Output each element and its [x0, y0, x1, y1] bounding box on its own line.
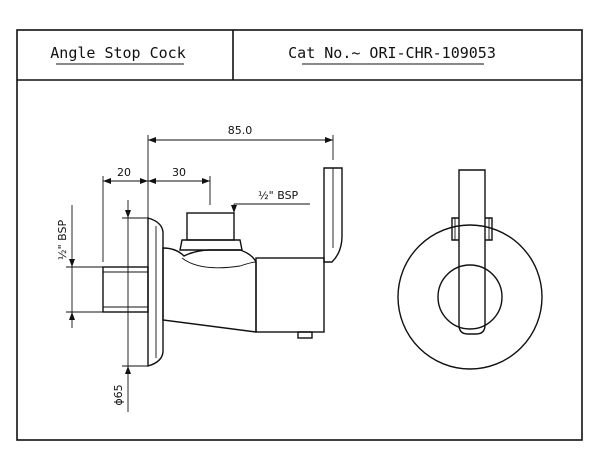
- dim-30-arrow-left: [148, 178, 156, 184]
- outlet-collar: [179, 239, 243, 251]
- dim-wall-offset: 20: [117, 166, 131, 179]
- side-view: 85.0 20 30 ½" BSP ½" BSP ϕ65: [56, 124, 343, 412]
- wall-flange: [147, 217, 164, 367]
- outlet-thread-size: ½" BSP: [258, 189, 299, 202]
- dim-overall-arrow-left: [148, 137, 156, 143]
- front-collar-left: [451, 217, 459, 241]
- inlet-thread-pipe: [102, 266, 149, 313]
- product-name: Angle Stop Cock: [50, 44, 185, 62]
- valve-body-curve: [181, 257, 257, 269]
- handle-sleeve: [255, 257, 325, 333]
- front-lever-handle: [458, 169, 486, 335]
- screw-stub: [297, 331, 313, 339]
- outlet-thread-pipe: [186, 212, 235, 241]
- dim-30-arrow-right: [202, 178, 210, 184]
- inlet-dim-arrow-top: [69, 259, 75, 267]
- flange-dim-arrow-top: [125, 210, 131, 218]
- front-collar-right: [485, 217, 493, 241]
- dim-20-arrow-right: [140, 178, 148, 184]
- front-body-circle: [437, 264, 503, 330]
- catalog-number: Cat No.~ ORI-CHR-109053: [288, 44, 496, 62]
- inlet-dim-arrow-bottom: [69, 312, 75, 320]
- drawing-border: [16, 29, 583, 441]
- front-flange-outer: [397, 224, 543, 370]
- front-view: [397, 169, 543, 370]
- flange-diameter: ϕ65: [112, 384, 125, 405]
- inlet-thread-size: ½" BSP: [56, 220, 69, 261]
- dim-overall-length: 85.0: [228, 124, 253, 137]
- lever-handle: [323, 167, 343, 263]
- dim-20-arrow-left: [103, 178, 111, 184]
- dim-outlet-offset: 30: [172, 166, 186, 179]
- outlet-thread-arrow: [231, 205, 237, 213]
- dim-overall-arrow-right: [325, 137, 333, 143]
- flange-dim-arrow-bottom: [125, 366, 131, 374]
- valve-body: [162, 247, 257, 333]
